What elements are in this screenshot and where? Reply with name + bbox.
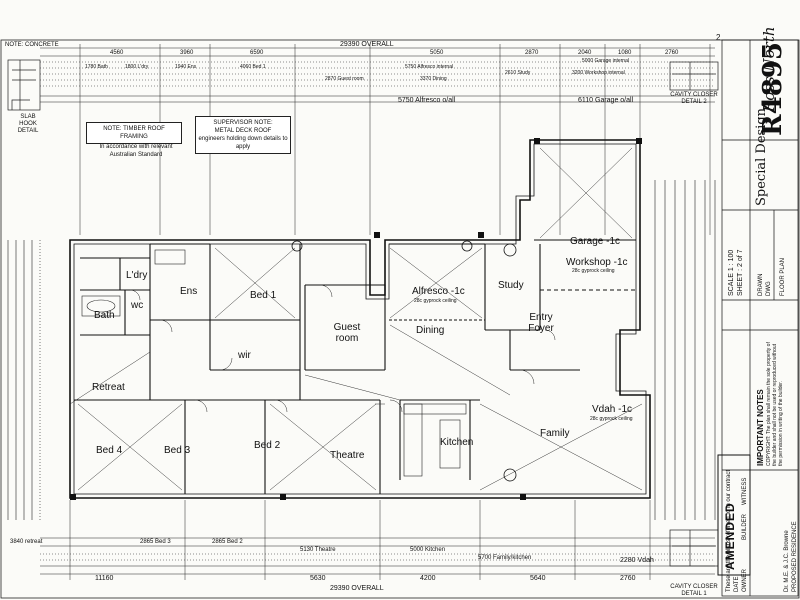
room-study: Study	[498, 280, 524, 291]
room-bath: Bath	[94, 310, 115, 321]
bottom-line-retreat: 3840 retreat	[10, 539, 43, 545]
room-bed-3: Bed 3	[164, 445, 191, 456]
dim-top-3: 6590	[250, 50, 264, 56]
dim-line-alfresco: 5750 Alfresco internal	[405, 64, 454, 70]
dim-top-1: 4560	[110, 50, 124, 56]
dim-top-7: 1080	[618, 50, 632, 56]
dim-bottom-2: 5630	[310, 575, 326, 582]
australian-standard-note: In accordance with relevant Australian S…	[99, 144, 173, 158]
dim-line-bath: 1780 Bath	[85, 64, 108, 70]
alfresco-overall: 5750 Alfresco o/all	[398, 97, 456, 104]
timber-roof-note: NOTE: TIMBER ROOF FRAMING	[86, 122, 182, 144]
verandah-dimension: 2280 Vdah	[620, 557, 654, 564]
room-theatre: Theatre	[330, 450, 365, 461]
copyright-note: COPYRIGHT: The plan shall remain the sol…	[766, 342, 784, 466]
owner-label: OWNER	[742, 569, 748, 592]
supervisor-note-line3: engineers holding down details to apply	[198, 136, 288, 150]
dim-top-2: 3960	[180, 50, 194, 56]
dwg-label: DWG	[766, 281, 772, 296]
room-verandah: Vdah -1c	[592, 404, 633, 415]
witness-label: WITNESS	[742, 477, 748, 505]
proposed-residence: PROPOSED RESIDENCE	[792, 521, 798, 592]
bottom-line-family: 5700 Family/kitchen	[478, 555, 532, 561]
overall-top-dimension: 29390 OVERALL	[340, 41, 394, 48]
dim-line-workshop: 3200 Workshop internal	[572, 70, 625, 76]
room-bed-4: Bed 4	[96, 445, 123, 456]
client-name: Dr. M.E. & J.C. Browne	[784, 530, 790, 592]
drawn-label: DRAWN	[758, 273, 764, 296]
room-kitchen: Kitchen	[440, 437, 474, 448]
company-name: Special Design	[754, 107, 769, 206]
dim-bottom-3: 4200	[420, 575, 436, 582]
room-dining: Dining	[416, 325, 445, 336]
room-bed-2: Bed 2	[254, 440, 281, 451]
dim-line-bed1: 4060 Bed 1	[240, 64, 266, 70]
room-guest: Guest room	[333, 322, 361, 344]
room-laundry: L'dry	[126, 270, 148, 281]
dim-top-5: 2870	[525, 50, 539, 56]
slab-hook-label: SLAB HOOK DETAIL	[17, 114, 39, 134]
dim-bottom-5: 2760	[620, 575, 636, 582]
supervisor-note-line1: SUPERVISOR NOTE:	[213, 120, 273, 126]
note-concrete: NOTE: CONCRETE	[5, 42, 59, 48]
bottom-line-kitchen: 5000 Kitchen	[410, 547, 446, 553]
sheet-info: SHEET : 2 of 7	[737, 249, 744, 296]
dim-bottom-1: 11160	[95, 575, 114, 582]
room-bed-1: Bed 1	[250, 290, 277, 301]
date-label: DATE	[734, 576, 740, 592]
garage-overall: 6110 Garage o/all	[578, 97, 634, 104]
dim-top-6: 2040	[578, 50, 592, 56]
dim-line-garage: 5000 Garage internal	[582, 58, 629, 64]
sheet-number: 2	[716, 33, 721, 42]
dim-line-ldry: 1800 L'dry	[125, 64, 149, 70]
cavity-closer-1-label: CAVITY CLOSER DETAIL 1	[670, 584, 718, 597]
signature: Ross North	[760, 26, 778, 112]
room-entry-foyer: Entry Foyer	[528, 312, 554, 334]
dim-line-study: 2610 Study	[505, 70, 531, 76]
dim-line-ens: 1940 Ens	[175, 64, 197, 70]
dim-top-4: 5050	[430, 50, 444, 56]
amended-stamp: AMENDED	[723, 502, 737, 570]
bottom-line-bed2: 2865 Bed 2	[212, 539, 243, 545]
timber-roof-note-title: NOTE: TIMBER ROOF FRAMING	[103, 126, 165, 140]
bottom-line-bed3: 2865 Bed 3	[140, 539, 171, 545]
cavity-closer-2-label: CAVITY CLOSER DETAIL 2	[670, 92, 718, 105]
dim-line-dining: 3370 Dining	[420, 76, 447, 82]
dim-bottom-4: 5640	[530, 575, 546, 582]
verandah-ceiling: 28c gyprock ceiling	[590, 416, 633, 422]
room-retreat: Retreat	[92, 382, 125, 393]
alfresco-ceiling: 28c gyprock ceiling	[414, 298, 457, 304]
room-garage: Garage -1c	[570, 236, 621, 247]
room-alfresco: Alfresco -1c	[412, 286, 465, 297]
overall-bottom-dimension: 29390 OVERALL	[330, 585, 384, 592]
dim-line-guest: 2870 Guest room	[325, 76, 364, 82]
room-family: Family	[540, 428, 570, 439]
important-notes-heading: IMPORTANT NOTES	[756, 389, 765, 466]
workshop-ceiling: 28c gyprock ceiling	[572, 268, 615, 274]
room-wir: wir	[238, 350, 251, 361]
bottom-line-theatre: 5130 Theatre	[300, 547, 336, 553]
supervisor-note: SUPERVISOR NOTE: METAL DECK ROOF enginee…	[195, 116, 291, 154]
room-workshop: Workshop -1c	[566, 257, 628, 268]
room-wc: wc	[131, 300, 144, 311]
builder-label: BUILDER	[742, 513, 748, 540]
room-ensuite: Ens	[180, 286, 198, 297]
supervisor-note-line2: METAL DECK ROOF	[214, 128, 272, 134]
scale-label: SCALE 1 : 100	[728, 249, 735, 296]
dim-top-8: 2760	[665, 50, 679, 56]
elevation-label: FLOOR PLAN	[780, 257, 786, 296]
